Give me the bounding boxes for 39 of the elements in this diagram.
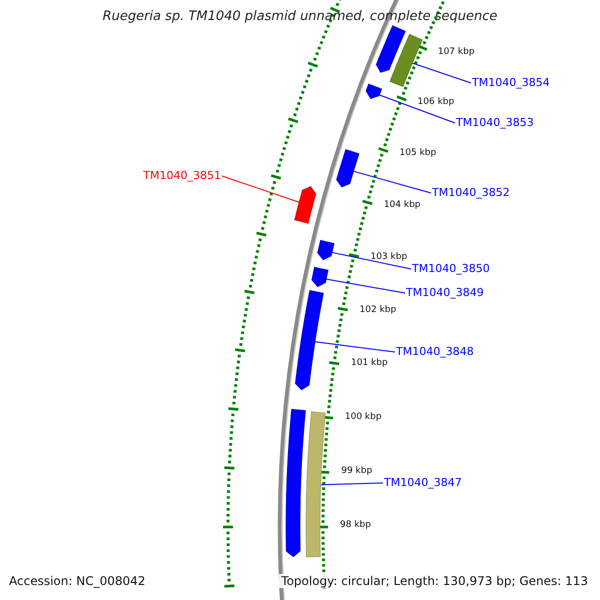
tick-label: 102 kbp bbox=[360, 305, 396, 316]
tick-label: 101 kbp bbox=[351, 358, 388, 368]
tick-label: 107 kbp bbox=[438, 47, 475, 58]
leader-line bbox=[412, 62, 472, 84]
tick-label: 100 kbp bbox=[344, 412, 382, 422]
gene-feature bbox=[294, 186, 316, 224]
tick-label: 103 kbp bbox=[370, 252, 408, 262]
gene-feature bbox=[295, 290, 324, 390]
gene-feature bbox=[317, 240, 334, 260]
tick-label: 98 kbp bbox=[340, 520, 371, 530]
gene-feature bbox=[311, 266, 328, 288]
gene-label: TM1040_3847 bbox=[384, 476, 462, 489]
gene-label: TM1040_3848 bbox=[396, 345, 474, 358]
tick-label: 99 kbp bbox=[341, 466, 372, 476]
leader-line bbox=[332, 252, 412, 270]
leader-line bbox=[222, 176, 300, 203]
gene-feature bbox=[286, 408, 306, 558]
gene-feature bbox=[376, 25, 406, 73]
gene-feature bbox=[390, 34, 423, 87]
gene-feature bbox=[366, 84, 382, 99]
leader-line bbox=[378, 94, 456, 124]
tick-label: 105 kbp bbox=[400, 148, 436, 158]
gene-feature bbox=[336, 149, 360, 188]
gene-feature bbox=[306, 411, 326, 558]
gene-label: TM1040_3854 bbox=[472, 76, 550, 89]
leader-line bbox=[320, 482, 384, 486]
leader-line bbox=[326, 278, 406, 294]
leader-line bbox=[314, 341, 396, 352]
gene-label: TM1040_3849 bbox=[406, 286, 484, 299]
tick-label: 104 kbp bbox=[384, 200, 421, 210]
gene-label: TM1040_3853 bbox=[456, 116, 534, 129]
summary-text: Topology: circular; Length: 130,973 bp; Genes: 113 bbox=[279, 574, 590, 588]
leader-line bbox=[353, 170, 432, 194]
gene-label: TM1040_3850 bbox=[412, 262, 490, 275]
map-title: Ruegeria sp. TM1040 plasmid unnamed, complete sequence bbox=[102, 9, 498, 24]
gene-label: TM1040_3852 bbox=[432, 186, 510, 199]
tick-label: 106 kbp bbox=[418, 97, 454, 108]
gene-label: TM1040_3851 bbox=[143, 169, 221, 182]
accession-text: Accession: NC_008042 bbox=[9, 574, 146, 588]
